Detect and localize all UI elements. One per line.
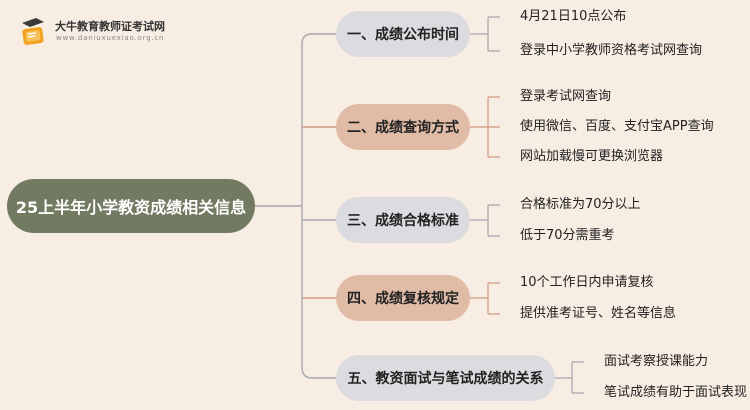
connector-leaves-1: [470, 16, 500, 52]
leaf-2-2: 使用微信、百度、支付宝APP查询: [520, 119, 714, 134]
leaf-5-2: 笔试成绩有助于面试表现: [604, 385, 748, 400]
branch-node-1: 一、成绩公布时间: [336, 11, 470, 57]
leaf-3-2: 低于70分需重考: [520, 228, 615, 243]
root-node: 25上半年小学教资成绩相关信息: [7, 179, 255, 233]
connector-leaves-5: [555, 361, 584, 394]
leaf-2-3: 网站加载慢可更换浏览器: [520, 149, 664, 164]
logo-url: www.daniuxuexiao.org.cn: [56, 34, 165, 42]
branch-node-4: 四、成绩复核规定: [336, 275, 470, 321]
leaf-2-1: 登录考试网查询: [520, 89, 612, 104]
connector-branch-1: [301, 33, 336, 206]
connector-branch-5: [301, 206, 336, 379]
branch-node-5: 五、教资面试与笔试成绩的关系: [336, 355, 555, 401]
connector-leaves-3: [470, 204, 500, 237]
book-cap-icon: [22, 18, 44, 45]
branch-node-2: 二、成绩查询方式: [336, 104, 470, 150]
logo: 大牛教育教师证考试网 www.daniuxuexiao.org.cn: [16, 15, 176, 49]
branch-node-3: 三、成绩合格标准: [336, 197, 470, 243]
leaf-4-2: 提供准考证号、姓名等信息: [520, 306, 677, 321]
connector-leaves-4: [470, 282, 500, 315]
leaf-1-2: 登录中小学教师资格考试网查询: [520, 43, 703, 58]
leaf-4-1: 10个工作日内申请复核: [520, 275, 654, 290]
leaf-3-1: 合格标准为70分以上: [520, 197, 641, 212]
logo-title: 大牛教育教师证考试网: [55, 20, 165, 33]
leaf-1-1: 4月21日10点公布: [520, 9, 627, 24]
leaf-5-1: 面试考察授课能力: [604, 354, 709, 369]
connector-leaves-2: [470, 96, 500, 158]
